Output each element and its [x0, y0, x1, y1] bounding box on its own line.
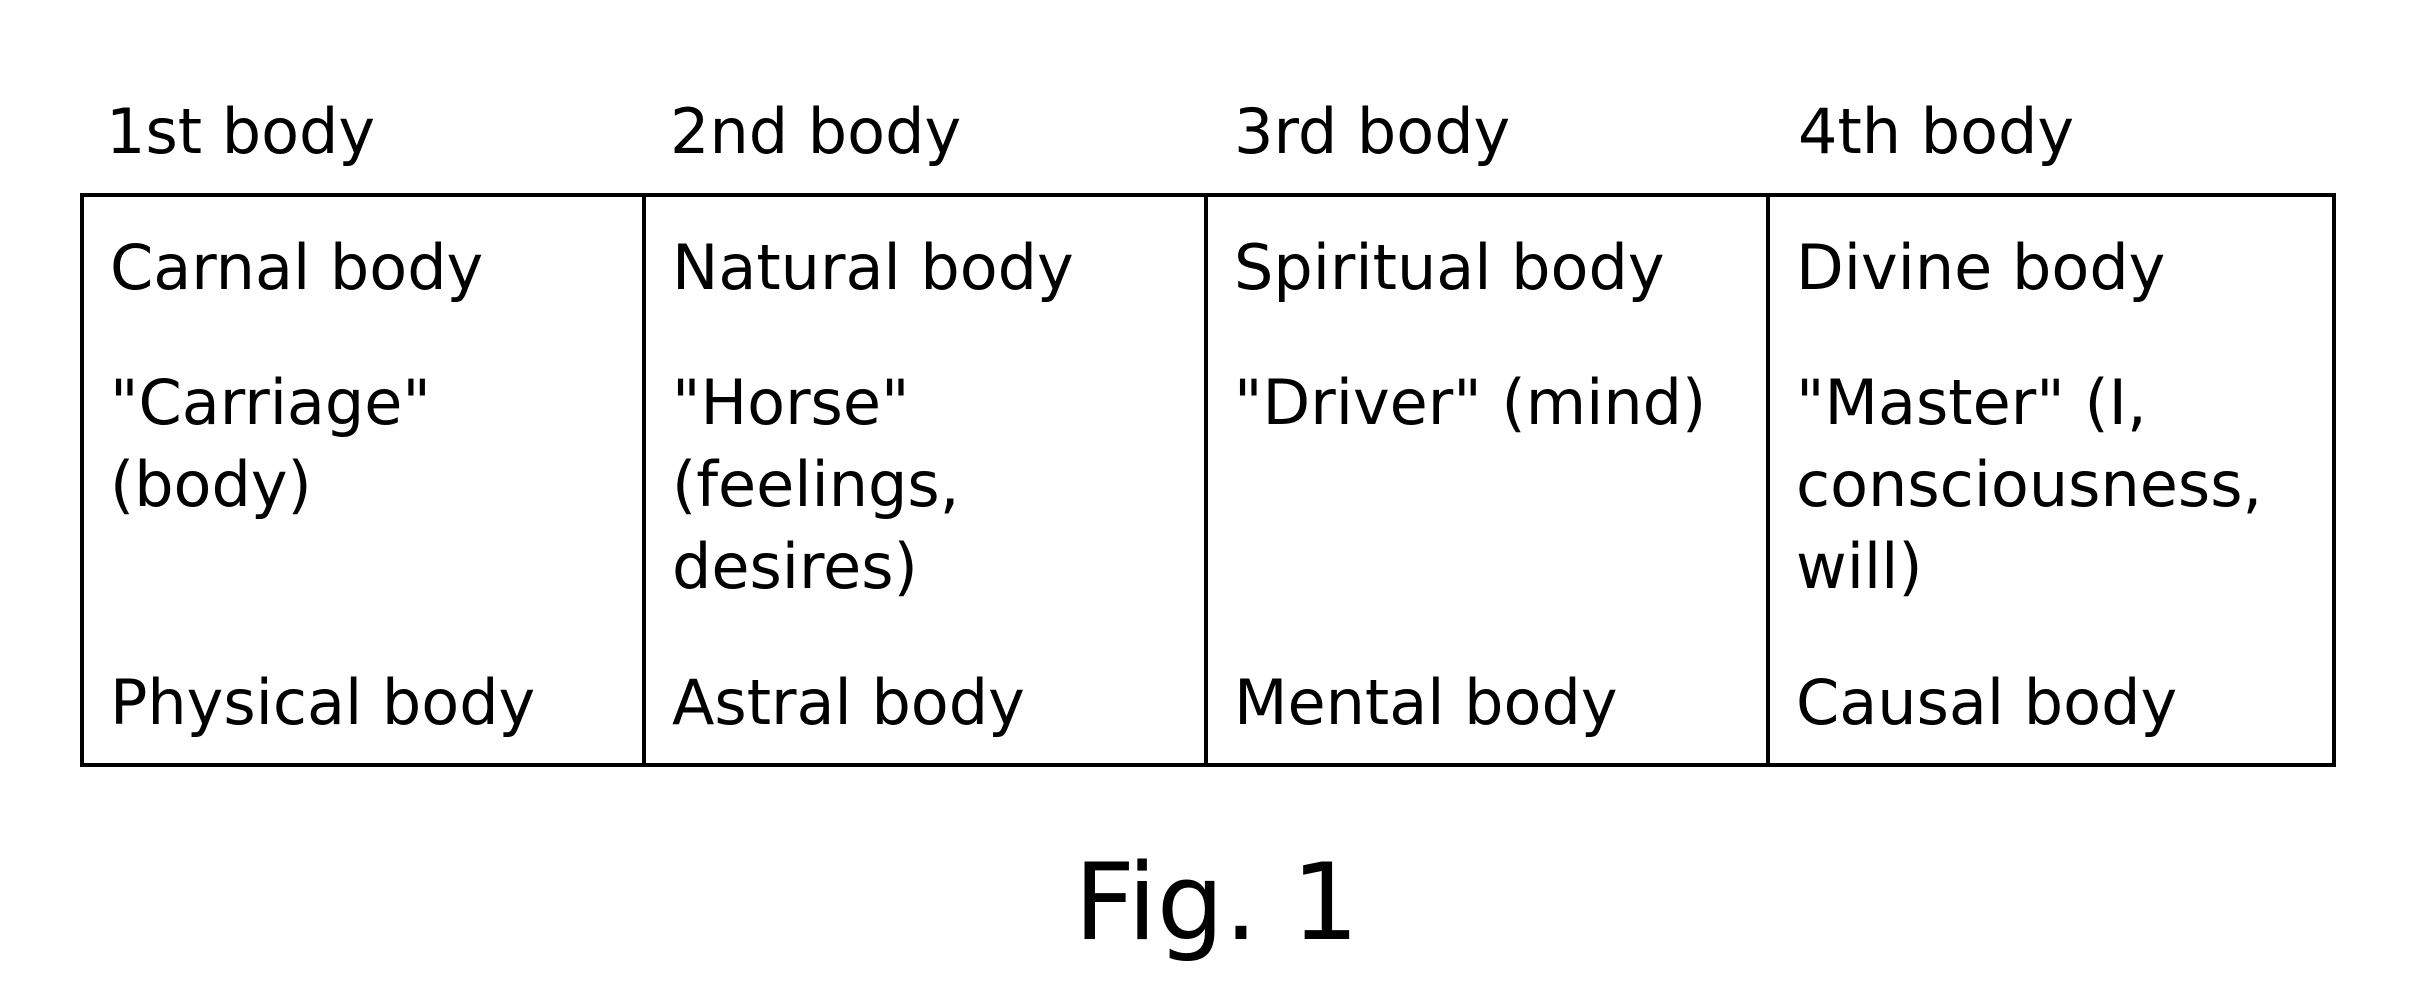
body-column-3: Spiritual body "Driver" (mind) Mental bo…	[1208, 197, 1770, 763]
body-metaphor: "Master" (I, consciousness, will)	[1796, 366, 2263, 603]
column-header-3: 3rd body	[1234, 95, 1511, 168]
body-name: Spiritual body	[1234, 231, 1665, 304]
body-name: Carnal body	[110, 231, 484, 304]
body-metaphor: "Horse" (feelings, desires)	[672, 366, 960, 603]
figure-caption: Fig. 1	[1074, 841, 1359, 964]
bodies-table: Carnal body "Carriage" (body) Physical b…	[80, 193, 2336, 767]
body-name: Divine body	[1796, 231, 2166, 304]
body-esoteric-name: Physical body	[110, 666, 536, 739]
column-header-1: 1st body	[106, 95, 376, 168]
body-esoteric-name: Astral body	[672, 666, 1025, 739]
body-esoteric-name: Causal body	[1796, 666, 2178, 739]
body-name: Natural body	[672, 231, 1074, 304]
body-metaphor: "Driver" (mind)	[1234, 366, 1707, 439]
body-column-4: Divine body "Master" (I, consciousness, …	[1770, 197, 2332, 763]
body-esoteric-name: Mental body	[1234, 666, 1618, 739]
column-header-2: 2nd body	[670, 95, 962, 168]
column-header-4: 4th body	[1798, 95, 2075, 168]
body-column-1: Carnal body "Carriage" (body) Physical b…	[84, 197, 646, 763]
column-headers: 1st body 2nd body 3rd body 4th body	[80, 92, 2336, 172]
body-metaphor: "Carriage" (body)	[110, 366, 431, 521]
body-column-2: Natural body "Horse" (feelings, desires)…	[646, 197, 1208, 763]
